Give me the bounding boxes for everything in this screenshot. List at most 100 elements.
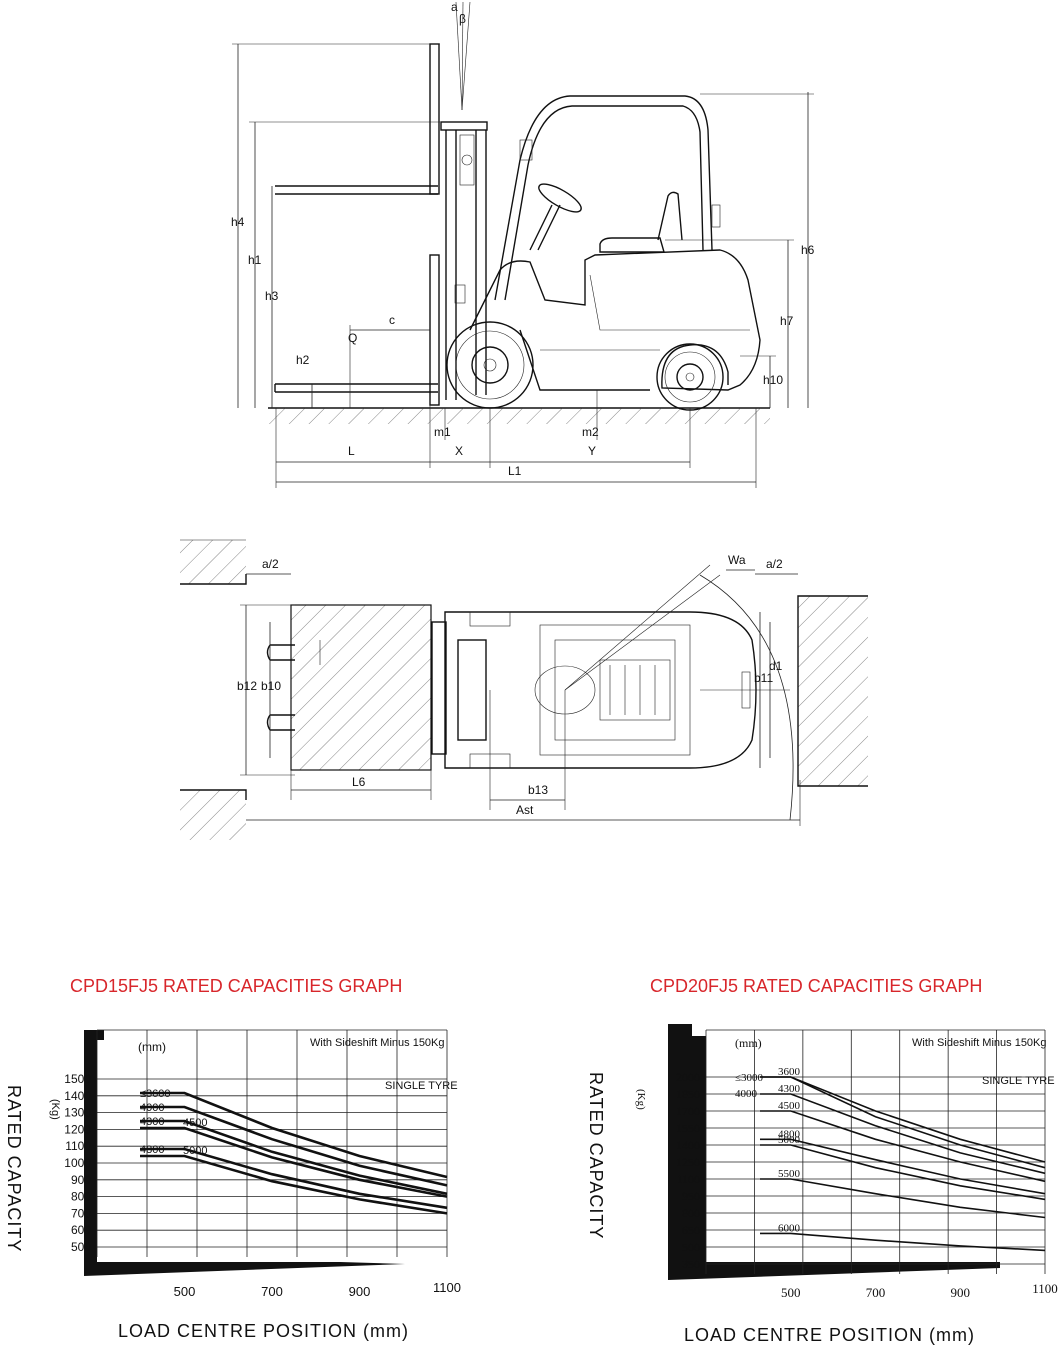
y-tick-label: 1200 bbox=[64, 1122, 91, 1136]
seat bbox=[599, 191, 721, 253]
unit-mm: (mm) bbox=[138, 1040, 166, 1054]
height-label: 3600 bbox=[778, 1066, 801, 1078]
x-axis-title: LOAD CENTRE POSITION (mm) bbox=[118, 1321, 409, 1341]
height-label: 6000 bbox=[778, 1222, 801, 1234]
vertical-dimensions bbox=[232, 43, 814, 408]
series-line bbox=[760, 1178, 1046, 1219]
series-line bbox=[140, 1091, 448, 1179]
truck-top bbox=[431, 611, 757, 769]
sideshift-note: With Sideshift Minus 150Kg bbox=[310, 1037, 445, 1049]
height-label: 4500 bbox=[778, 1100, 801, 1112]
pallet-load bbox=[266, 604, 432, 771]
y-tick-label: 650 bbox=[682, 1223, 700, 1237]
y-tick-label: 1400 bbox=[676, 1138, 700, 1152]
y-tick-label: 350 bbox=[682, 1257, 700, 1271]
side-view: a β h4 h1 h3 h2 c Q h6 h7 h10 m1 m2 L X … bbox=[231, 0, 815, 488]
y-tick-label: 800 bbox=[682, 1206, 700, 1220]
y-tick-label: 1500 bbox=[64, 1072, 91, 1086]
series-line bbox=[140, 1119, 448, 1196]
tyre-note: SINGLE TYRE bbox=[385, 1080, 458, 1092]
height-label: 5500 bbox=[778, 1168, 801, 1180]
label-a: a bbox=[451, 0, 458, 14]
series-line bbox=[760, 1076, 1046, 1169]
label-c: c bbox=[389, 313, 395, 327]
y-tick-label: 600 bbox=[71, 1223, 91, 1237]
height-label: 4800 bbox=[778, 1128, 801, 1140]
label-Wa: Wa bbox=[728, 553, 746, 567]
y-tick-label: 800 bbox=[71, 1190, 91, 1204]
series-line bbox=[760, 1110, 1046, 1183]
height-label: 4300 bbox=[140, 1116, 164, 1128]
y-tick-label: 1850 bbox=[676, 1087, 700, 1101]
label-b10: b10 bbox=[261, 679, 281, 693]
x-tick-label: 700 bbox=[866, 1285, 886, 1300]
series-line bbox=[760, 1093, 1046, 1175]
y-tick-label: 1000 bbox=[64, 1156, 91, 1170]
series-lines bbox=[140, 1091, 448, 1215]
y-tick-label: 500 bbox=[71, 1240, 91, 1254]
series-line bbox=[759, 1138, 1046, 1195]
label-X: X bbox=[455, 444, 463, 458]
tyre-note: SINGLE TYRE bbox=[982, 1075, 1055, 1087]
x-tick-label: 700 bbox=[261, 1284, 283, 1299]
y-tick-label: 700 bbox=[71, 1206, 91, 1220]
y-tick-label: 500 bbox=[682, 1240, 700, 1254]
tick-labels: 1500140013001200110010009008007006005005… bbox=[64, 1072, 461, 1299]
steering-wheel bbox=[529, 183, 582, 251]
height-label: 4000 bbox=[735, 1088, 758, 1100]
x-tick-label: 500 bbox=[174, 1284, 196, 1299]
mast bbox=[440, 121, 488, 400]
height-label: 4800 bbox=[140, 1144, 164, 1156]
y-axis-title: RATED CAPACITY bbox=[4, 1085, 24, 1252]
label-h3: h3 bbox=[265, 289, 279, 303]
overhead-guard bbox=[494, 95, 713, 301]
front-wheel bbox=[446, 321, 534, 409]
unit-mm: (mm) bbox=[735, 1036, 762, 1050]
height-label: ≤3000 bbox=[735, 1072, 764, 1084]
label-h1: h1 bbox=[248, 253, 262, 267]
tick-labels: 2000185017001550140012501100950800650500… bbox=[676, 1070, 1058, 1300]
raised-fork bbox=[275, 43, 440, 195]
label-beta: β bbox=[459, 12, 466, 26]
y-tick-label: 1100 bbox=[676, 1172, 700, 1186]
label-Y: Y bbox=[588, 444, 596, 458]
height-label: 5000 bbox=[778, 1134, 801, 1146]
graph-title: CPD15FJ5 RATED CAPACITIES GRAPH bbox=[70, 976, 402, 996]
series-line bbox=[760, 1144, 1046, 1201]
grid bbox=[96, 1029, 448, 1257]
label-a2-right: a/2 bbox=[766, 557, 783, 571]
label-h10: h10 bbox=[763, 373, 783, 387]
unit-kg: (Kg) bbox=[635, 1089, 647, 1110]
horizontal-dimensions bbox=[275, 390, 757, 488]
x-axis-title: LOAD CENTRE POSITION (mm) bbox=[684, 1325, 975, 1345]
x-tick-label: 900 bbox=[951, 1285, 971, 1300]
series-line bbox=[140, 1154, 448, 1215]
y-tick-label: 1550 bbox=[676, 1121, 700, 1135]
capacity-graph-cpd15: CPD15FJ5 RATED CAPACITIES GRAPH (mm) Wit… bbox=[4, 976, 461, 1341]
height-label: 4500 bbox=[183, 1117, 207, 1129]
label-L: L bbox=[348, 444, 355, 458]
series-line bbox=[760, 1232, 1046, 1252]
label-h2: h2 bbox=[296, 353, 310, 367]
rear-wheel bbox=[656, 343, 724, 411]
y-tick-label: 1400 bbox=[64, 1089, 91, 1103]
y-tick-label: 1300 bbox=[64, 1106, 91, 1120]
height-label: 4000 bbox=[140, 1102, 164, 1114]
truck-body bbox=[469, 249, 761, 391]
label-a2-left: a/2 bbox=[262, 557, 279, 571]
y-axis-title: RATED CAPACITY bbox=[586, 1072, 606, 1239]
height-label: 5000 bbox=[183, 1145, 207, 1157]
series-line bbox=[140, 1126, 448, 1198]
top-view: a/2 a/2 Wa b12 b10 b11 d1 L6 b13 Ast bbox=[180, 539, 868, 840]
unit-kg: (Kg) bbox=[49, 1099, 61, 1120]
label-b11: b11 bbox=[754, 671, 773, 685]
graph-title: CPD20FJ5 RATED CAPACITIES GRAPH bbox=[650, 976, 982, 996]
label-h4: h4 bbox=[231, 215, 245, 229]
grid bbox=[705, 1029, 1046, 1274]
y-tick-label: 900 bbox=[71, 1173, 91, 1187]
y-tick-label: 950 bbox=[682, 1189, 700, 1203]
height-label: 4300 bbox=[778, 1083, 801, 1095]
y-tick-label: 1700 bbox=[676, 1104, 700, 1118]
